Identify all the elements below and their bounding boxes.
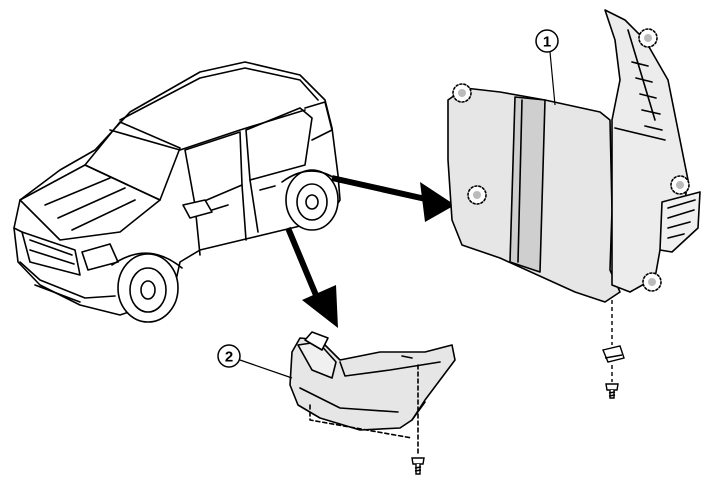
arrow-to-part-2 [285,226,338,328]
vehicle-illustration [13,61,341,323]
mud-guard-part [289,331,456,456]
screw-fastener-2 [411,457,425,475]
clip-nut-fastener [602,300,625,363]
callout-2: 2 [217,344,293,379]
screw-fastener-1 [605,365,619,399]
callout-1: 1 [535,29,559,106]
fender-protector-part [447,9,701,303]
svg-text:2: 2 [225,349,233,366]
svg-text:1: 1 [543,34,551,51]
arrow-to-part-1 [331,175,455,222]
